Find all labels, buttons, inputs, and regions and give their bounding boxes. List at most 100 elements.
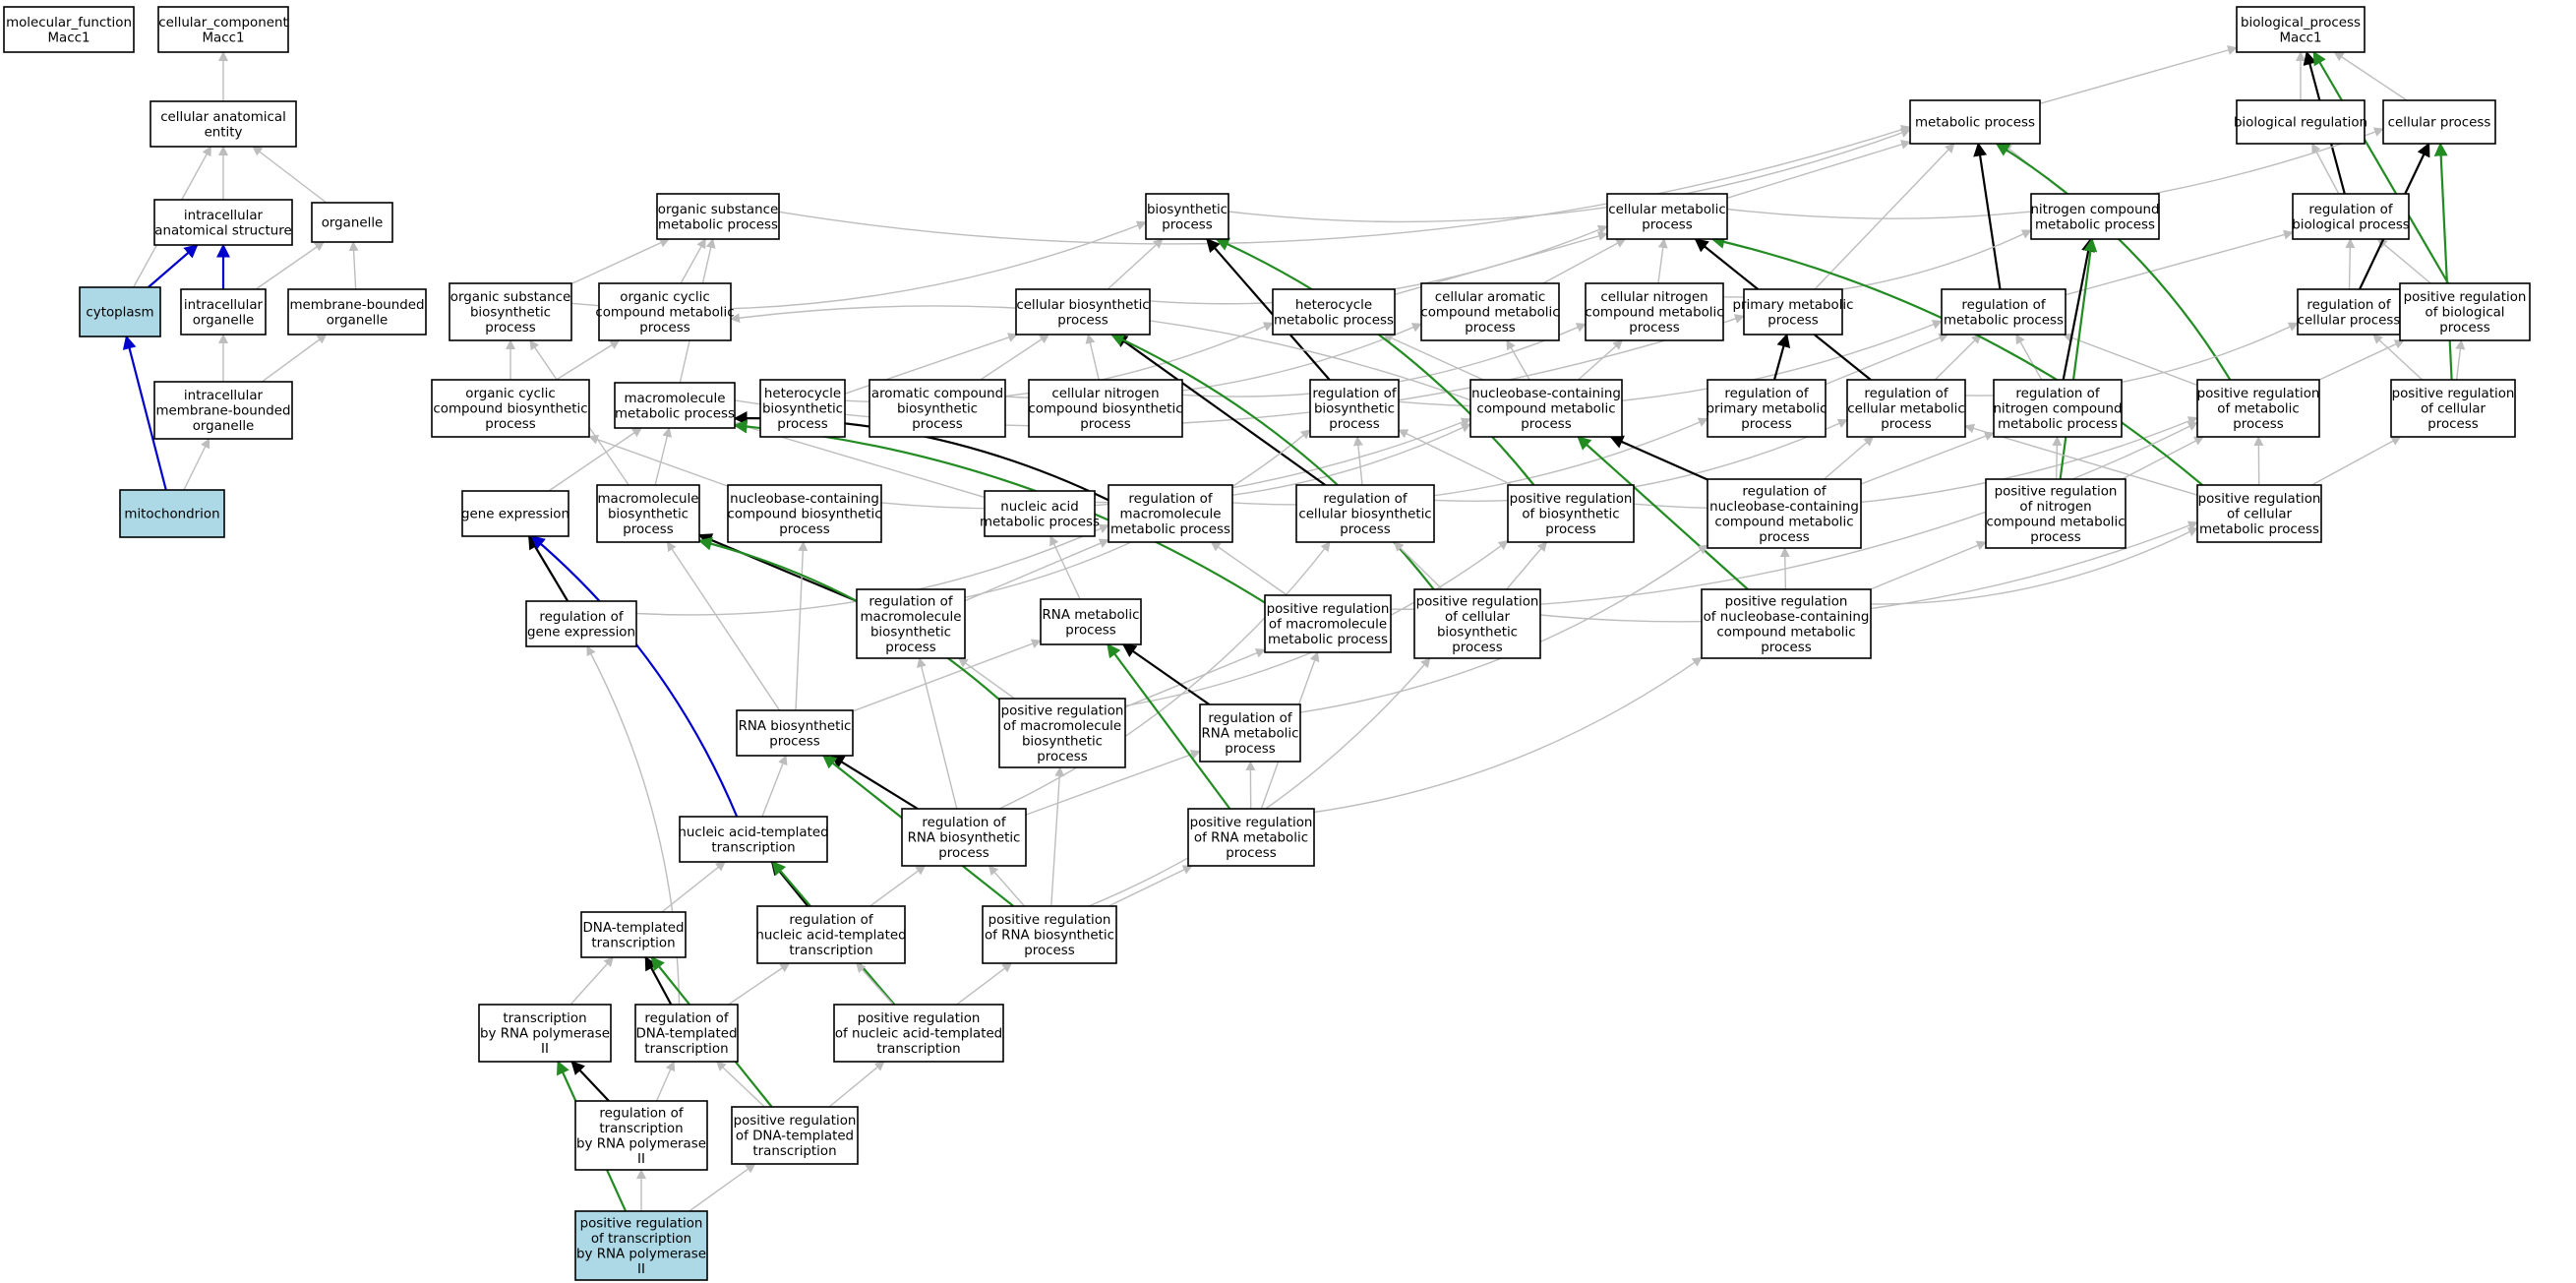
- term-label-line: process: [1545, 522, 1595, 537]
- term-node-bioreg[interactable]: biological regulation: [2234, 99, 2367, 145]
- term-node-geneexp[interactable]: gene expression: [461, 490, 569, 537]
- term-box: [449, 282, 572, 341]
- term-label-line: II: [637, 1152, 645, 1167]
- edge-is-a-nccbp-to-occbp: [588, 434, 729, 487]
- term-label-line: process: [623, 522, 673, 537]
- term-box: [1585, 282, 1724, 341]
- term-label-line: organelle: [193, 419, 255, 434]
- term-node-mito[interactable]: mitochondrion: [119, 489, 225, 538]
- term-box: [598, 282, 732, 341]
- term-node-regmbp[interactable]: regulation ofmacromoleculebiosyntheticpr…: [856, 588, 966, 659]
- edge-positively-regulates-prnccmp-to-nccmp: [1577, 436, 1749, 590]
- term-label-line: RNA biosynthetic: [739, 719, 852, 734]
- term-node-cytoplasm[interactable]: cytoplasm: [79, 286, 161, 337]
- term-node-organelle[interactable]: organelle: [311, 202, 393, 243]
- term-box: [1295, 484, 1435, 543]
- term-label-line: process: [2030, 530, 2080, 545]
- term-box: [634, 1004, 739, 1063]
- term-label-line: process: [2427, 417, 2478, 432]
- edge-is-a-prmp-to-regmp: [2062, 333, 2198, 387]
- term-label-line: of RNA biosynthetic: [985, 929, 1114, 944]
- term-label-line: metabolic process: [1274, 313, 1394, 328]
- term-label-line: process: [1225, 742, 1275, 757]
- term-label-line: regulation of: [599, 1106, 683, 1121]
- term-label-line: positive regulation: [2198, 492, 2321, 507]
- term-node-metab[interactable]: metabolic process: [1909, 99, 2041, 145]
- term-box: [856, 588, 966, 659]
- term-label-line: cellular aromatic: [1435, 290, 1545, 305]
- term-node-regnccmp[interactable]: regulation ofnucleobase-containingcompou…: [1707, 478, 1862, 549]
- term-label-line: positive regulation: [734, 1114, 857, 1129]
- term-label-line: by RNA polymerase: [576, 1247, 706, 1261]
- term-label-line: metabolic process: [615, 406, 735, 421]
- edge-is-a-geneexp-to-mmp: [548, 427, 642, 492]
- term-node-cellproc[interactable]: cellular process: [2382, 99, 2496, 145]
- term-label-line: of macromolecule: [1269, 618, 1387, 633]
- term-label-line: organic substance: [658, 203, 778, 217]
